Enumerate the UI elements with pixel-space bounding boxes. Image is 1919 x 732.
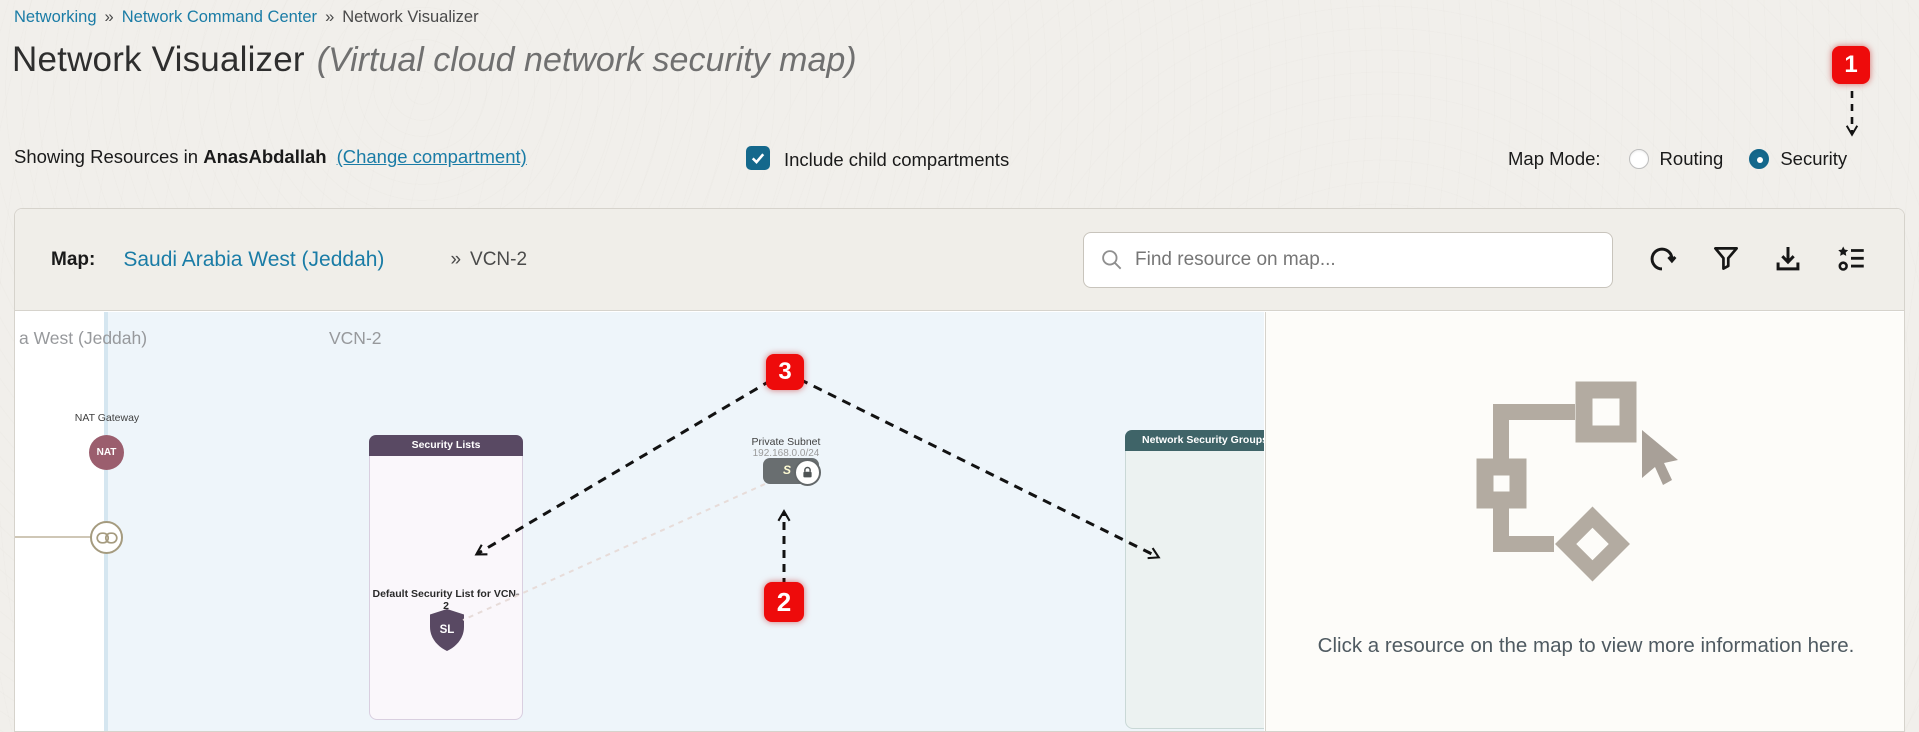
refresh-icon (1650, 247, 1677, 271)
filter-button[interactable] (1708, 242, 1744, 278)
include-child-compartments-checkbox[interactable] (746, 146, 770, 170)
compartment-name: AnasAbdallah (203, 146, 327, 167)
empty-state-network-graphic (1476, 381, 1678, 582)
subnet-abbr: S (783, 463, 792, 477)
security-list-node[interactable]: SL (428, 608, 466, 652)
cursor-icon (1642, 430, 1678, 485)
map-mode-security-label[interactable]: Security (1780, 148, 1848, 169)
vcn-region-background (108, 312, 1264, 731)
search-icon (1102, 250, 1122, 270)
vcn-breadcrumb: VCN-2 (470, 249, 528, 270)
filter-icon (1714, 247, 1738, 270)
map-mode-label: Map Mode: (1508, 148, 1601, 169)
breadcrumb-separator: » (104, 8, 114, 26)
link-icon (95, 531, 118, 544)
nat-gateway-label: NAT Gateway (74, 412, 140, 424)
annotation-badge-2: 2 (764, 582, 804, 622)
legend-icon (1838, 246, 1864, 271)
security-lists-panel: Security Lists Default Security List for… (369, 435, 523, 720)
toolbar-separator: » (450, 249, 462, 270)
map-container: Map: Saudi Arabia West (Jeddah) » VCN-2 (14, 208, 1905, 732)
region-zone-label: a West (Jeddah) (19, 328, 148, 348)
map-search-input[interactable] (1135, 249, 1612, 271)
refresh-button[interactable] (1644, 242, 1680, 278)
breadcrumb-link-networking[interactable]: Networking (14, 8, 97, 26)
change-compartment-link[interactable]: (Change compartment) (336, 146, 527, 167)
include-child-compartments-label: Include child compartments (784, 149, 1010, 170)
page-title: Network Visualizer (12, 40, 305, 79)
map-toolbar: Map: Saudi Arabia West (Jeddah) » VCN-2 (15, 209, 1904, 311)
map-mode-radio-routing[interactable] (1628, 149, 1649, 169)
vcn-zone-label: VCN-2 (329, 328, 382, 348)
breadcrumb-link-network-command-center[interactable]: Network Command Center (121, 8, 318, 26)
network-security-groups-panel-title: Network Security Groups (1125, 430, 1264, 451)
map-search-box (1083, 232, 1613, 288)
lock-icon (803, 466, 812, 478)
page-subtitle: (Virtual cloud network security map) (316, 41, 857, 79)
security-lists-panel-title: Security Lists (369, 435, 523, 456)
region-breadcrumb-link[interactable]: Saudi Arabia West (Jeddah) (123, 248, 385, 271)
download-icon (1776, 246, 1800, 271)
details-empty-message: Click a resource on the map to view more… (1317, 634, 1855, 657)
subnet-lock-badge (794, 459, 821, 486)
resource-details-panel: Click a resource on the map to view more… (1265, 312, 1904, 731)
compartment-bar: Showing Resources in AnasAbdallah (Chang… (14, 146, 527, 168)
map-canvas[interactable]: a West (Jeddah) VCN-2 NAT Gateway NAT Se… (15, 312, 1264, 731)
breadcrumb-current: Network Visualizer (342, 8, 479, 26)
map-mode-routing-label[interactable]: Routing (1659, 148, 1724, 169)
breadcrumb: Networking » Network Command Center » Ne… (14, 8, 479, 27)
network-security-groups-panel: Network Security Groups (1125, 430, 1264, 729)
legend-button[interactable] (1833, 242, 1869, 278)
check-icon (751, 153, 765, 165)
page-title-row: Network Visualizer (Virtual cloud network… (12, 40, 857, 80)
subnet-name-label: Private Subnet (751, 436, 821, 448)
link-node[interactable] (90, 521, 123, 554)
annotation-badge-3: 3 (766, 354, 804, 390)
download-button[interactable] (1770, 242, 1806, 278)
nat-gateway-node[interactable]: NAT (89, 435, 124, 470)
security-list-abbr: SL (440, 624, 455, 636)
connection-line (15, 536, 91, 538)
map-mode-radio-security[interactable] (1749, 149, 1770, 169)
compartment-prefix: Showing Resources in (14, 146, 199, 167)
annotation-arrow-1 (1845, 91, 1859, 137)
map-label: Map: (51, 249, 96, 270)
map-mode-group: Map Mode: Routing Security (1508, 148, 1847, 170)
shield-icon (430, 609, 464, 651)
breadcrumb-separator: » (325, 8, 335, 26)
annotation-badge-1: 1 (1832, 46, 1870, 84)
